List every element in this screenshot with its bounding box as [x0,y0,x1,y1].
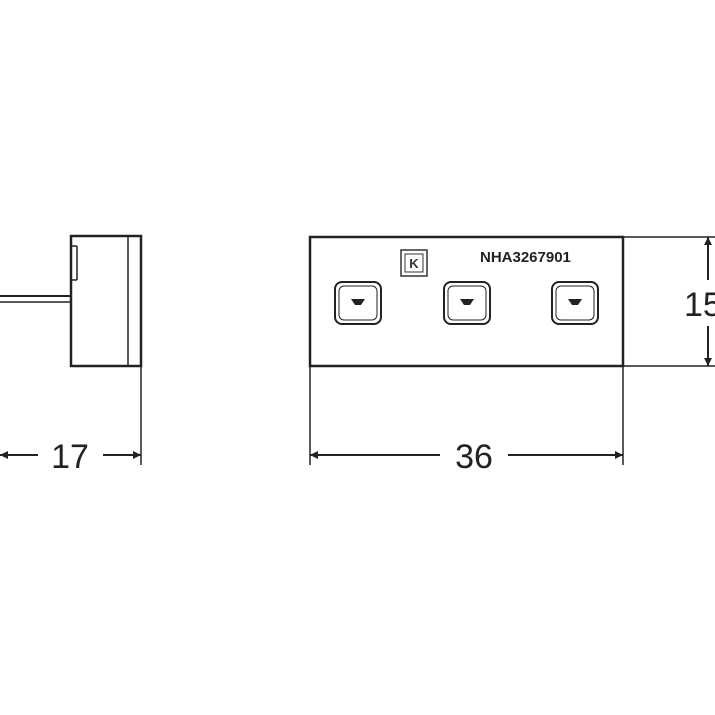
button-1-inner [338,285,378,321]
button-3-inner [555,285,595,321]
part-number: NHA3267901 [480,249,571,266]
button-2-indicator-icon [460,299,474,305]
button-3 [551,281,599,325]
front-view: K NHA3267901 36 15 [308,235,715,476]
side-view: 17 [0,234,143,476]
side-width-label: 17 [51,438,89,476]
button-1-indicator-icon [351,299,365,305]
brand-logo-inner [404,253,424,273]
brand-logo: K [400,249,428,277]
side-view-body [69,234,143,368]
front-height-label: 15 [684,286,715,324]
front-width-label: 36 [455,438,493,476]
button-3-indicator-icon [568,299,582,305]
button-2-inner [447,285,487,321]
brand-logo-letter: K [409,256,419,271]
button-2 [443,281,491,325]
button-1 [334,281,382,325]
